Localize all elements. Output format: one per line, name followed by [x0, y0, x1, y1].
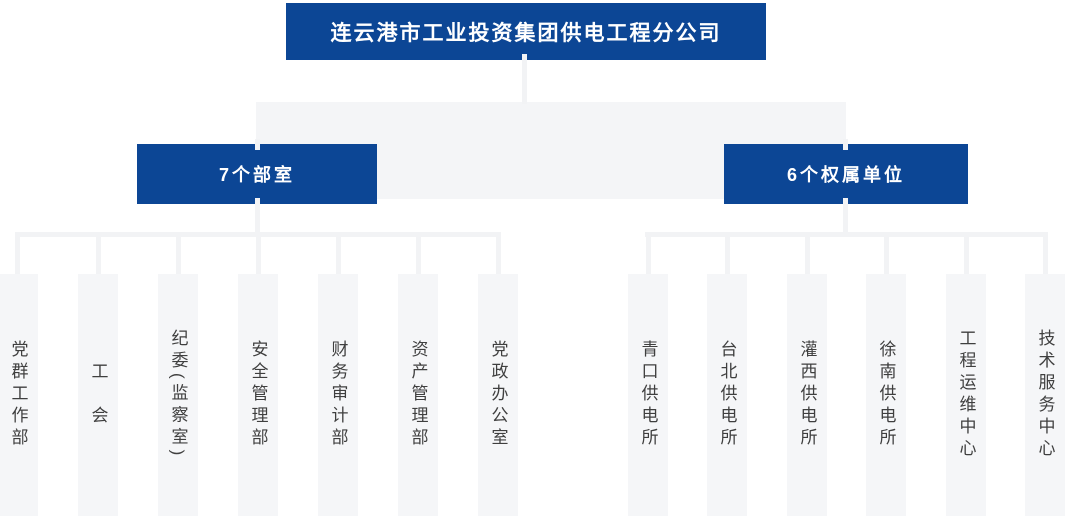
- leaf-tick: [15, 236, 20, 274]
- leaf-tick: [884, 236, 889, 274]
- org-root-node: 连云港市工业投资集团供电工程分公司: [286, 3, 766, 60]
- leaf-node-jiwei: 纪委(监察室): [158, 274, 198, 516]
- subsidiaries-top-notch: [843, 139, 848, 150]
- leaf-tick: [1043, 236, 1048, 274]
- branch-node-departments: 7个部室: [137, 144, 377, 204]
- leaf-label: 台北供电所: [717, 340, 737, 450]
- leaf-tick: [964, 236, 969, 274]
- leaf-node-taibei: 台北供电所: [707, 274, 747, 516]
- leaf-node-qingkou: 青口供电所: [628, 274, 668, 516]
- leaf-node-dangqun: 党群工作部: [0, 274, 38, 516]
- leaf-label: 徐南供电所: [876, 340, 896, 450]
- leaf-tick: [96, 236, 101, 274]
- branch-departments-label: 7个部室: [218, 165, 295, 185]
- leaf-label: 青口供电所: [638, 340, 658, 450]
- leaf-node-xunan: 徐南供电所: [866, 274, 906, 516]
- leaf-tick: [416, 236, 421, 274]
- departments-top-notch: [255, 139, 260, 150]
- leaf-label: 技术服务中心: [1035, 329, 1055, 461]
- leaf-label: 资产管理部: [408, 340, 428, 450]
- branch-node-subsidiaries: 6个权属单位: [724, 144, 968, 204]
- leaf-tick: [176, 236, 181, 274]
- leaf-label: 纪委(监察室): [168, 329, 188, 461]
- leaf-node-guanxi: 灌西供电所: [787, 274, 827, 516]
- leaf-node-jishu: 技术服务中心: [1025, 274, 1065, 516]
- leaf-tick: [496, 236, 501, 274]
- leaf-node-gonghui: 工 会: [78, 274, 118, 516]
- leaf-tick: [256, 236, 261, 274]
- leaf-node-dangzheng: 党政办公室: [478, 274, 518, 516]
- root-connector-line: [522, 54, 527, 104]
- subsidiaries-horizontal-line: [645, 232, 1048, 237]
- leaf-tick: [725, 236, 730, 274]
- leaf-label: 财务审计部: [328, 340, 348, 450]
- departments-drop-line: [255, 198, 260, 237]
- departments-horizontal-line: [15, 232, 501, 237]
- leaf-label: 工程运维中心: [956, 329, 976, 461]
- leaf-node-gongcheng: 工程运维中心: [946, 274, 986, 516]
- leaf-node-anquan: 安全管理部: [238, 274, 278, 516]
- subsidiaries-drop-line: [843, 198, 848, 237]
- leaf-label: 党政办公室: [488, 340, 508, 450]
- leaf-node-caiwu: 财务审计部: [318, 274, 358, 516]
- branch-subsidiaries-label: 6个权属单位: [786, 165, 905, 185]
- leaf-tick: [336, 236, 341, 274]
- org-root-label: 连云港市工业投资集团供电工程分公司: [330, 21, 722, 45]
- leaf-tick: [805, 236, 810, 274]
- leaf-node-zichan: 资产管理部: [398, 274, 438, 516]
- leaf-tick: [646, 236, 651, 274]
- leaf-label: 安全管理部: [248, 340, 268, 450]
- leaf-label: 工 会: [88, 362, 108, 428]
- leaf-label: 灌西供电所: [797, 340, 817, 450]
- leaf-label: 党群工作部: [8, 340, 28, 450]
